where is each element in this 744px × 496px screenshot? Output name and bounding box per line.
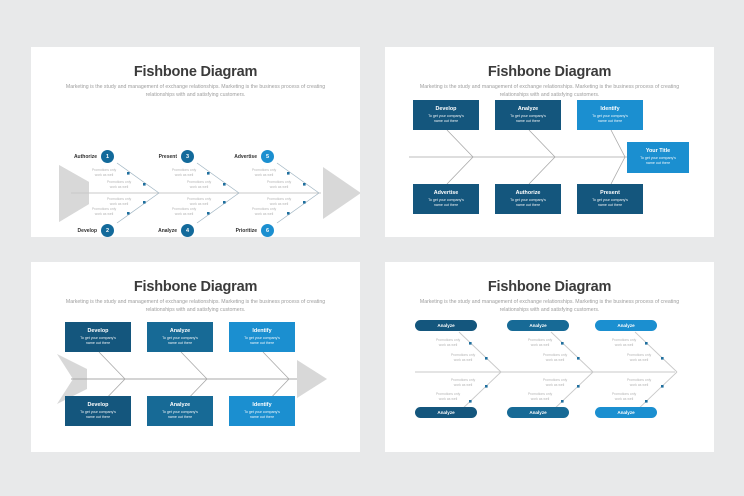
head-arrow-shape: [323, 167, 360, 219]
branch-line-top-1: [116, 162, 160, 194]
slide-card-2[interactable]: Fishbone Diagram Marketing is the study …: [385, 47, 714, 237]
head-arrow-shape: [297, 360, 327, 398]
branch-line-top-2: [550, 331, 594, 373]
branch-line-top-3: [634, 331, 678, 373]
branch-label-prioritize[interactable]: Prioritize: [235, 228, 257, 234]
cause-pill-top-2[interactable]: Analyze: [507, 320, 569, 331]
slide-card-3[interactable]: Fishbone Diagram Marketing is the study …: [31, 262, 360, 452]
branch-line-bottom-3: [276, 192, 320, 224]
branch-line-bottom-2: [550, 371, 594, 413]
branch-line-top-2: [196, 162, 240, 194]
page-subtitle: Marketing is the study and management of…: [419, 84, 680, 99]
slide-card-4[interactable]: Fishbone Diagram Marketing is the study …: [385, 262, 714, 452]
branch-number-4[interactable]: 4: [181, 224, 194, 237]
page-subtitle: Marketing is the study and management of…: [419, 299, 680, 314]
branch-line-top-3: [276, 162, 320, 194]
branch-line-bottom-2: [196, 192, 240, 224]
branch-line-bottom-1: [458, 371, 502, 413]
fishbone-stage-4: Analyze Analyze Analyze Analyze Analyze …: [385, 262, 714, 452]
cause-pill-top-1[interactable]: Analyze: [415, 320, 477, 331]
branch-line-bottom-3: [634, 371, 678, 413]
branch-number-2[interactable]: 2: [101, 224, 114, 237]
page-title: Fishbone Diagram: [133, 279, 258, 295]
page-title: Fishbone Diagram: [133, 64, 258, 80]
cause-pill-top-3[interactable]: Analyze: [595, 320, 657, 331]
page-subtitle: Marketing is the study and management of…: [65, 84, 326, 99]
branch-label-analyze[interactable]: Analyze: [158, 228, 177, 234]
cause-pill-bottom-3[interactable]: Analyze: [595, 407, 657, 418]
page-title: Fishbone Diagram: [487, 64, 612, 80]
branch-label-present[interactable]: Present: [158, 154, 177, 160]
branch-label-authorize[interactable]: Authorize: [73, 154, 97, 160]
branch-label-develop[interactable]: Develop: [77, 228, 97, 234]
cause-pill-bottom-2[interactable]: Analyze: [507, 407, 569, 418]
branch-line-top-1: [458, 331, 502, 373]
fishbone-stage-1: Authorize 1 Present 3 Advertise 5 Develo…: [31, 47, 360, 237]
page-subtitle: Marketing is the study and management of…: [65, 299, 326, 314]
branch-number-3[interactable]: 3: [181, 150, 194, 163]
branch-number-5[interactable]: 5: [261, 150, 274, 163]
slide-card-1[interactable]: Fishbone Diagram Marketing is the study …: [31, 47, 360, 237]
tail-arrow-shape: [57, 354, 87, 404]
branch-number-6[interactable]: 6: [261, 224, 274, 237]
branch-label-advertise[interactable]: Advertise: [234, 154, 257, 160]
page-title: Fishbone Diagram: [487, 279, 612, 295]
branch-number-1[interactable]: 1: [101, 150, 114, 163]
branch-line-bottom-1: [116, 192, 160, 224]
cause-pill-bottom-1[interactable]: Analyze: [415, 407, 477, 418]
